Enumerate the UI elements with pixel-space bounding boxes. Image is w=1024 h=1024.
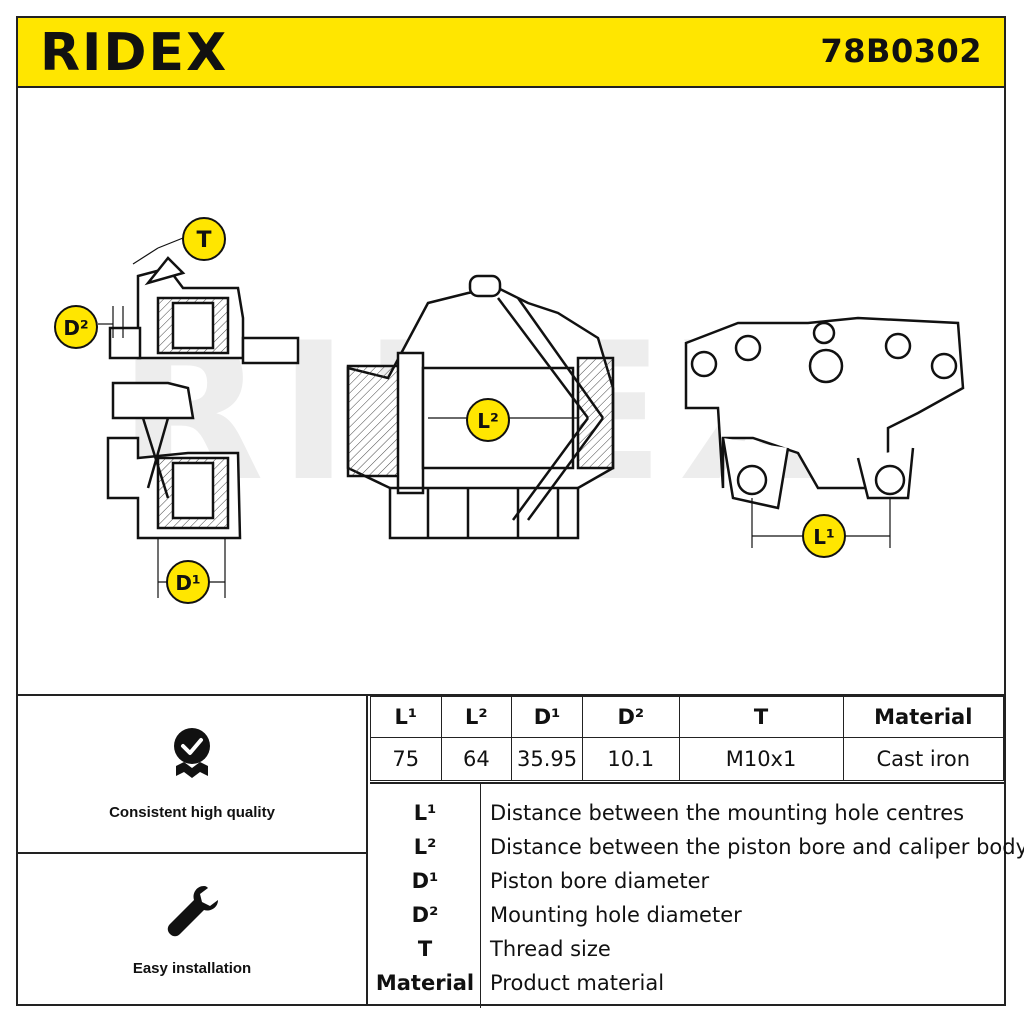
spec-value-row: 75 64 35.95 10.1 M10x1 Cast iron (370, 737, 1005, 781)
svg-text:L²: L² (477, 409, 499, 433)
spec-value-L2: 64 (440, 737, 513, 781)
legend-key: L² (413, 835, 437, 859)
spec-header-T: T (678, 696, 844, 738)
part-number: 78B0302 (820, 32, 982, 70)
caliper-section-view (106, 256, 300, 540)
legend-row: L¹ Distance between the mounting hole ce… (370, 796, 1004, 830)
spec-header-D2: D² (582, 696, 680, 738)
technical-drawing: RIDEX (18, 88, 1004, 694)
feature-label: Consistent high quality (109, 804, 275, 821)
legend-key: D¹ (411, 869, 439, 893)
svg-text:D¹: D¹ (175, 571, 200, 595)
label-T: T (182, 217, 226, 261)
legend-row: D¹ Piston bore diameter (370, 864, 1004, 898)
spec-value-L1: 75 (370, 737, 442, 781)
spec-header-D1: D¹ (511, 696, 584, 738)
svg-text:L¹: L¹ (813, 525, 835, 549)
legend-text: Distance between the piston bore and cal… (490, 835, 1024, 859)
legend-row: D² Mounting hole diameter (370, 898, 1004, 932)
product-sheet: RIDEX 78B0302 RIDEX (16, 16, 1024, 1008)
legend-row: L² Distance between the piston bore and … (370, 830, 1024, 864)
spec-value-D2: 10.1 (582, 737, 680, 781)
info-section: Consistent high quality Easy installatio… (18, 694, 1024, 1008)
svg-text:D²: D² (63, 316, 88, 340)
feature-label: Easy installation (132, 960, 252, 977)
spec-value-T: M10x1 (678, 737, 844, 781)
legend-row: Material Product material (370, 966, 1004, 1000)
spec-header-row: L¹ L² D¹ D² T Material (370, 696, 1005, 738)
wrench-icon (167, 886, 218, 937)
quality-badge-icon (174, 728, 210, 778)
spec-header-material: Material (842, 696, 1005, 738)
feature-installation: Easy installation (18, 854, 366, 1006)
legend-text: Thread size (490, 937, 611, 961)
svg-text:T: T (196, 228, 211, 253)
legend-key: L¹ (413, 801, 437, 825)
header-bar: RIDEX 78B0302 (18, 18, 1004, 88)
legend: L¹ Distance between the mounting hole ce… (370, 782, 1024, 1008)
legend-text: Product material (490, 971, 665, 995)
label-D1: D¹ (166, 560, 210, 604)
spec-header-L2: L² (440, 696, 513, 738)
spec-header-L1: L¹ (370, 696, 442, 738)
legend-row: T Thread size (370, 932, 1004, 966)
svg-text:RIDEX: RIDEX (40, 24, 228, 80)
legend-key: Material (375, 971, 475, 995)
label-L2: L² (466, 398, 510, 442)
legend-text: Piston bore diameter (490, 869, 710, 893)
spec-value-material: Cast iron (842, 737, 1005, 781)
feature-quality: Consistent high quality (18, 696, 366, 854)
legend-text: Mounting hole diameter (490, 903, 742, 927)
features-panel: Consistent high quality Easy installatio… (18, 696, 368, 1006)
legend-text: Distance between the mounting hole centr… (490, 801, 965, 825)
ridex-logo: RIDEX (40, 23, 280, 85)
caliper-rear-view (684, 316, 965, 510)
legend-key: D² (411, 903, 439, 927)
legend-key: T (417, 937, 433, 961)
spec-value-D1: 35.95 (511, 737, 584, 781)
spec-table: L¹ L² D¹ D² T Material 75 64 35.95 10.1 … (370, 696, 1005, 781)
label-L1: L¹ (802, 514, 846, 558)
label-D2: D² (54, 305, 98, 349)
